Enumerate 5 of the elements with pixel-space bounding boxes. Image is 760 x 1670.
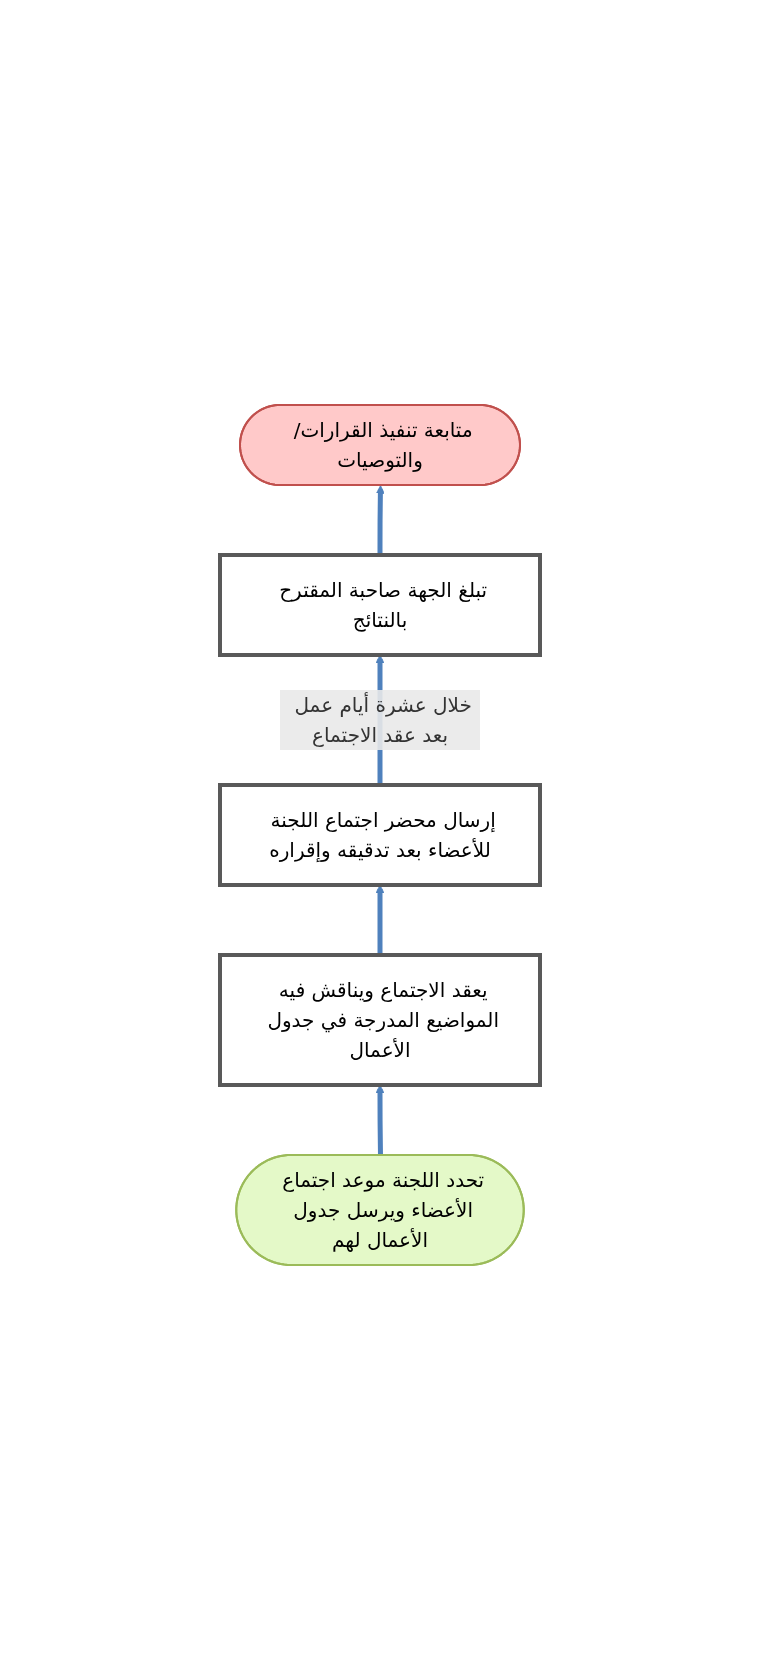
node-box: إرسال محضر اجتماع اللجنة للأعضاء بعد تدقيقه وإقراره bbox=[218, 783, 542, 887]
node-box: يعقد الاجتماع ويناقش فيه المواضيع المدرجة في جدول الأعمال bbox=[218, 953, 542, 1087]
arrow bbox=[376, 485, 385, 555]
edge-label: خلال عشرة أيام عمل بعد عقد الاجتماع bbox=[294, 693, 472, 747]
node-box: تبلغ الجهة صاحبة المقترح بالنتائج bbox=[218, 553, 542, 657]
